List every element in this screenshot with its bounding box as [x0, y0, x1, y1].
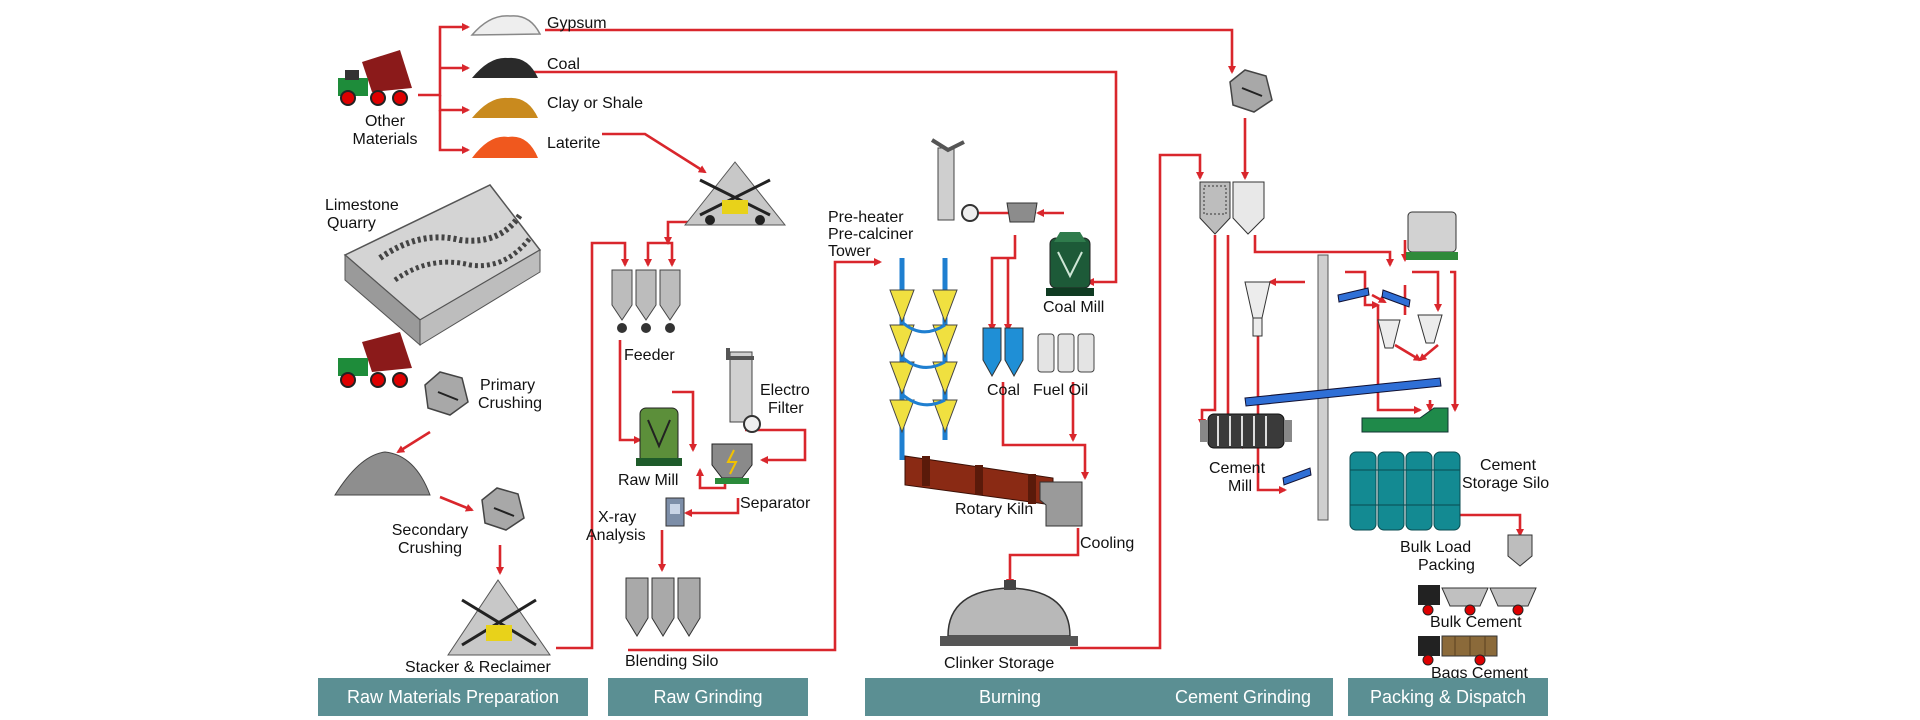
- xray-analysis-icon: [665, 497, 685, 527]
- fuel-oil-label: Fuel Oil: [1033, 382, 1088, 399]
- bulk-load-hopper-icon: [1507, 534, 1533, 567]
- clay-label: Clay or Shale: [547, 95, 643, 112]
- other-materials-truck-icon: [338, 50, 412, 106]
- cement-conveyors-icon: [1244, 287, 1442, 486]
- primary-crusher-icon: [424, 371, 469, 416]
- other-materials-label-2: Materials: [353, 131, 418, 148]
- cement-storage-label-1: Cement: [1480, 457, 1537, 474]
- separator-label: Separator: [740, 495, 811, 512]
- separator-icon: [711, 443, 753, 484]
- coal-pile-icon: [472, 57, 538, 78]
- primary-crushing-label-2: Crushing: [478, 395, 542, 412]
- secondary-crushing-label-2: Crushing: [398, 540, 462, 557]
- coal-material-label: Coal: [547, 56, 580, 73]
- bulk-cement-truck-icon: [1418, 585, 1537, 616]
- cyclone-separators-icon: [1244, 281, 1443, 349]
- electro-filter-label-1: Electro: [760, 382, 810, 399]
- crushed-stone-pile-icon: [334, 451, 431, 496]
- blending-silo-icon: [625, 577, 701, 637]
- cooling-label: Cooling: [1080, 535, 1134, 552]
- cement-storage-silos-icon: [1349, 451, 1461, 531]
- cement-hoppers-icon: [1199, 181, 1265, 235]
- coal-silos-icon: [982, 327, 1024, 378]
- bags-cement-truck-icon: [1418, 635, 1498, 666]
- primary-truck-icon: [338, 332, 412, 388]
- electro-filter-label-2: Filter: [768, 400, 804, 417]
- preheater-tower-icon: [889, 258, 958, 460]
- laterite-pile-icon: [472, 136, 538, 158]
- secondary-crusher-icon: [481, 487, 525, 531]
- clay-pile-icon: [472, 97, 538, 118]
- laterite-label: Laterite: [547, 135, 600, 152]
- electro-filter-icon: [726, 348, 761, 433]
- bulk-load-label-1: Bulk Load: [1400, 539, 1471, 556]
- blending-silo-label: Blending Silo: [625, 653, 719, 670]
- coal-mill-icon: [1046, 232, 1094, 296]
- cement-feed-silo-icon: [1406, 211, 1458, 260]
- cement-mill-label-1: Cement: [1209, 460, 1266, 477]
- coal-mill-label: Coal Mill: [1043, 299, 1104, 316]
- gypsum-label: Gypsum: [547, 15, 607, 32]
- primary-crushing-label-1: Primary: [480, 377, 535, 394]
- cement-hopper-green-icon: [1361, 407, 1449, 433]
- kiln-exhaust-stack-icon: [930, 138, 1038, 223]
- raw-mill-icon: [636, 407, 682, 466]
- feeder-hoppers-icon: [611, 269, 681, 333]
- bulk-load-label-2: Packing: [1418, 557, 1475, 574]
- flow-lines: [396, 23, 1524, 652]
- stage-raw-materials-preparation: Raw Materials Preparation: [318, 678, 588, 716]
- secondary-crushing-label-1: Secondary: [392, 522, 469, 539]
- other-materials-label-1: Other: [365, 113, 406, 130]
- stage-burning: Burning: [865, 678, 1155, 716]
- clinker-storage-dome-icon: [940, 580, 1078, 646]
- stage-raw-grinding: Raw Grinding: [608, 678, 808, 716]
- cement-mill-icon: [1200, 413, 1292, 449]
- fuel-oil-tanks-icon: [1037, 333, 1095, 373]
- coal-silos-label: Coal: [987, 382, 1020, 399]
- stacker-reclaimer-icon: [447, 579, 551, 656]
- feeder-label: Feeder: [624, 347, 675, 364]
- clinker-storage-label: Clinker Storage: [944, 655, 1054, 672]
- limestone-quarry-icon: [343, 184, 542, 347]
- bucket-elevator-icon: [1317, 254, 1329, 521]
- bags-cement-label: Bags Cement: [1431, 665, 1528, 682]
- preheater-label-2: Pre-calciner: [828, 226, 914, 243]
- crusher-hopper-icon: [683, 161, 787, 226]
- xray-label-1: X-ray: [598, 509, 636, 526]
- limestone-label-1: Limestone: [325, 197, 399, 214]
- stacker-label: Stacker & Reclaimer: [405, 659, 551, 676]
- xray-label-2: Analysis: [586, 527, 646, 544]
- raw-mill-label: Raw Mill: [618, 472, 678, 489]
- limestone-label-2: Quarry: [327, 215, 376, 232]
- rotary-kiln-icon: [904, 455, 1054, 506]
- cement-crusher-icon: [1229, 69, 1273, 113]
- cement-mill-label-2: Mill: [1228, 478, 1252, 495]
- cement-storage-label-2: Storage Silo: [1462, 475, 1549, 492]
- preheater-label-3: Tower: [828, 243, 871, 260]
- bulk-cement-label: Bulk Cement: [1430, 614, 1522, 631]
- preheater-label-1: Pre-heater: [828, 209, 904, 226]
- gypsum-pile-icon: [470, 15, 542, 36]
- cooler-icon: [1039, 481, 1083, 527]
- rotary-kiln-label: Rotary Kiln: [955, 501, 1033, 518]
- stage-cement-grinding: Cement Grinding: [1153, 678, 1333, 716]
- stage-packing-dispatch: Packing & Dispatch: [1348, 678, 1548, 716]
